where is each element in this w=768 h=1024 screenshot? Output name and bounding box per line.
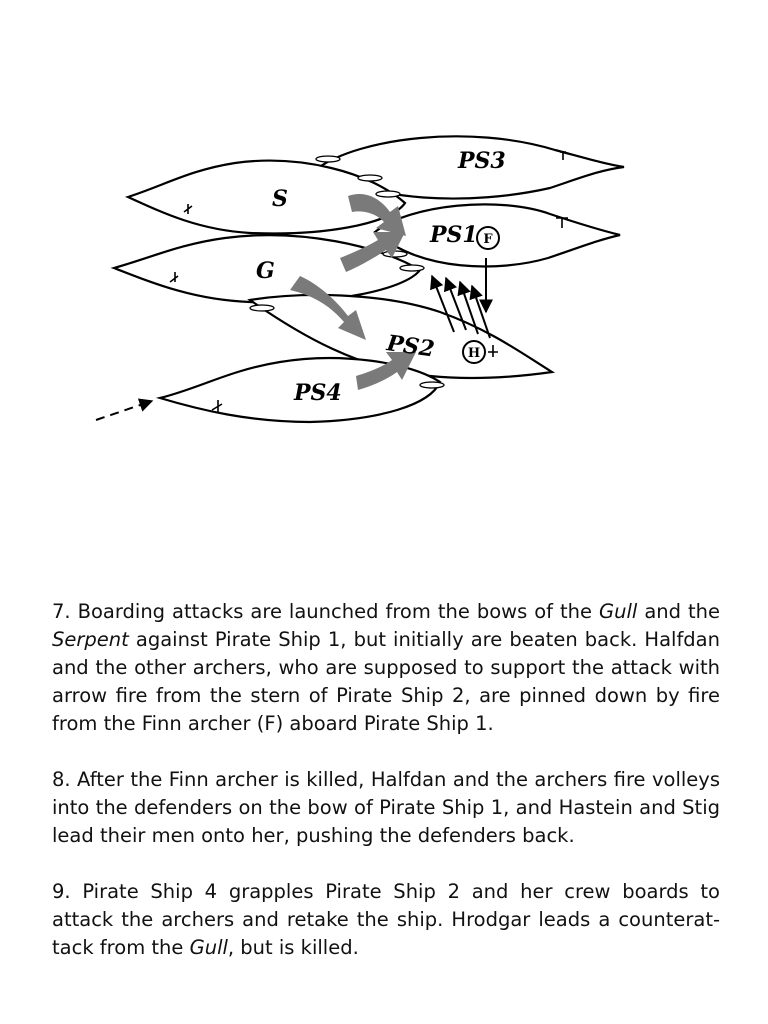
text-run: 8. After the Finn archer is killed, Half… <box>52 768 720 847</box>
finn-archer-marker: F <box>476 226 500 250</box>
archer-volley-arrow <box>469 284 491 339</box>
ship-name: Serpent <box>52 628 129 651</box>
ship-ps3 <box>315 135 625 200</box>
ship-label-ps1: PS1 <box>429 222 478 248</box>
svg-text:H: H <box>468 346 480 361</box>
battle-diagram: PS3 S PS1 G PS2 PS4 F H <box>95 135 625 424</box>
ship-label-serpent: S <box>272 186 288 212</box>
ship-name: Gull <box>599 600 638 623</box>
text-run: , but is killed. <box>227 936 359 959</box>
ship-gull <box>110 234 425 304</box>
svg-text:F: F <box>483 232 493 247</box>
paragraph-8: 8. After the Finn archer is killed, Half… <box>52 766 720 850</box>
text-run: 9. Pirate Ship 4 grapples Pirate Ship 2 … <box>52 880 720 959</box>
ship-label-ps4: PS4 <box>293 380 342 406</box>
narrative-text: 7. Boarding attacks are launched from th… <box>52 598 720 990</box>
halfdan-marker: H <box>462 340 486 364</box>
movement-arrow-serpent <box>348 193 406 236</box>
movement-arrow-ps4 <box>356 352 416 390</box>
text-run: and the <box>637 600 720 623</box>
ship-serpent <box>124 159 407 235</box>
archer-volley-arrow <box>430 274 455 333</box>
movement-arrow-gull-to-ps2 <box>290 276 366 340</box>
text-run: 7. Boarding attacks are launched from th… <box>52 600 600 623</box>
ship-name: Gull <box>189 936 228 959</box>
archer-volley-arrow <box>443 276 467 331</box>
ship-label-ps3: PS3 <box>457 148 506 174</box>
text-run: against Pirate Ship 1, but initially are… <box>52 628 720 735</box>
movement-arrow-gull-to-ps1 <box>340 232 405 272</box>
ship-label-gull: G <box>256 258 275 284</box>
paragraph-7: 7. Boarding attacks are launched from th… <box>52 598 720 738</box>
archer-volley-arrow <box>457 280 479 335</box>
paragraph-9: 9. Pirate Ship 4 grapples Pirate Ship 2 … <box>52 878 720 962</box>
approach-arrow <box>95 398 154 421</box>
